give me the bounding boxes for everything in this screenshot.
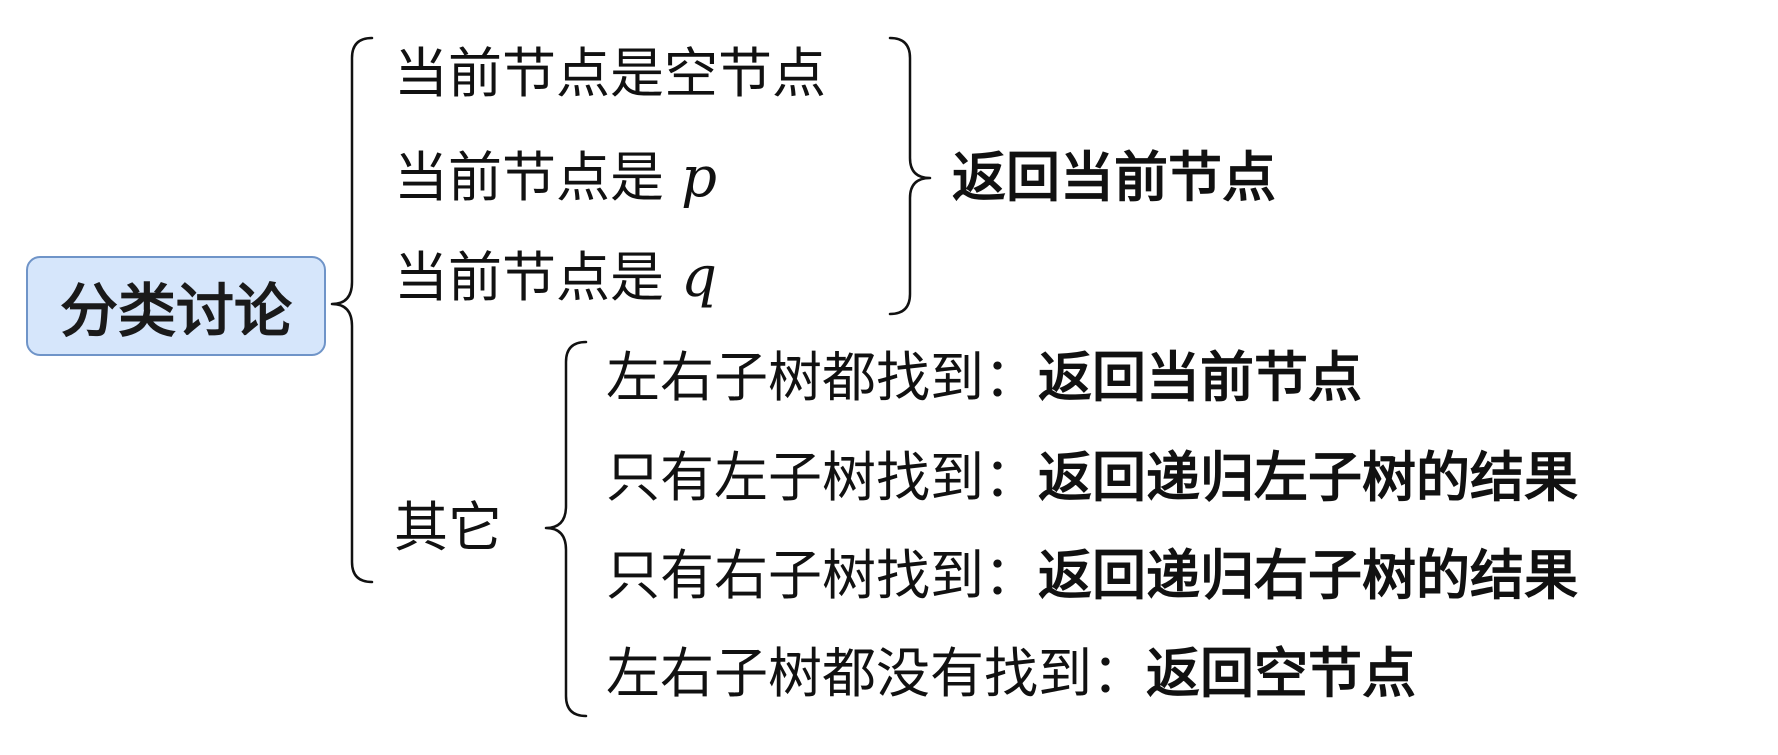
main-left-brace [330, 36, 374, 584]
group2-left-brace [544, 340, 588, 718]
root-label: 分类讨论 [59, 277, 292, 345]
root-node: 分类讨论 [26, 256, 326, 356]
group2-condition: 左右子树都找到： [606, 346, 1038, 409]
group2-item: 只有右子树找到：返回递归右子树的结果 [606, 544, 1578, 608]
group2-result: 返回空节点 [1146, 642, 1416, 705]
group1-result: 返回当前节点 [952, 146, 1276, 210]
group2-label-text: 其它 [394, 496, 502, 559]
group2-result: 返回递归左子树的结果 [1038, 446, 1578, 509]
group2-label: 其它 [394, 496, 502, 560]
group1-item-p: 当前节点是 p [394, 146, 717, 210]
group1-result-text: 返回当前节点 [952, 146, 1276, 209]
group2-item: 左右子树都找到：返回当前节点 [606, 346, 1362, 410]
variable-p: p [681, 145, 718, 210]
group2-item: 只有左子树找到：返回递归左子树的结果 [606, 446, 1578, 510]
group1-right-brace [888, 36, 932, 316]
group2-condition: 只有右子树找到： [606, 544, 1038, 607]
group1-item-text: 当前节点是 [394, 146, 682, 209]
group2-item: 左右子树都没有找到：返回空节点 [606, 642, 1416, 706]
group2-condition: 左右子树都没有找到： [606, 642, 1146, 705]
group1-item-q: 当前节点是 q [394, 246, 717, 310]
group2-condition: 只有左子树找到： [606, 446, 1038, 509]
group1-item-text: 当前节点是空节点 [394, 42, 826, 105]
group1-item-text: 当前节点是 [394, 246, 682, 309]
variable-q: q [681, 245, 718, 310]
group1-item-empty: 当前节点是空节点 [394, 42, 826, 106]
group2-result: 返回当前节点 [1038, 346, 1362, 409]
group2-result: 返回递归右子树的结果 [1038, 544, 1578, 607]
